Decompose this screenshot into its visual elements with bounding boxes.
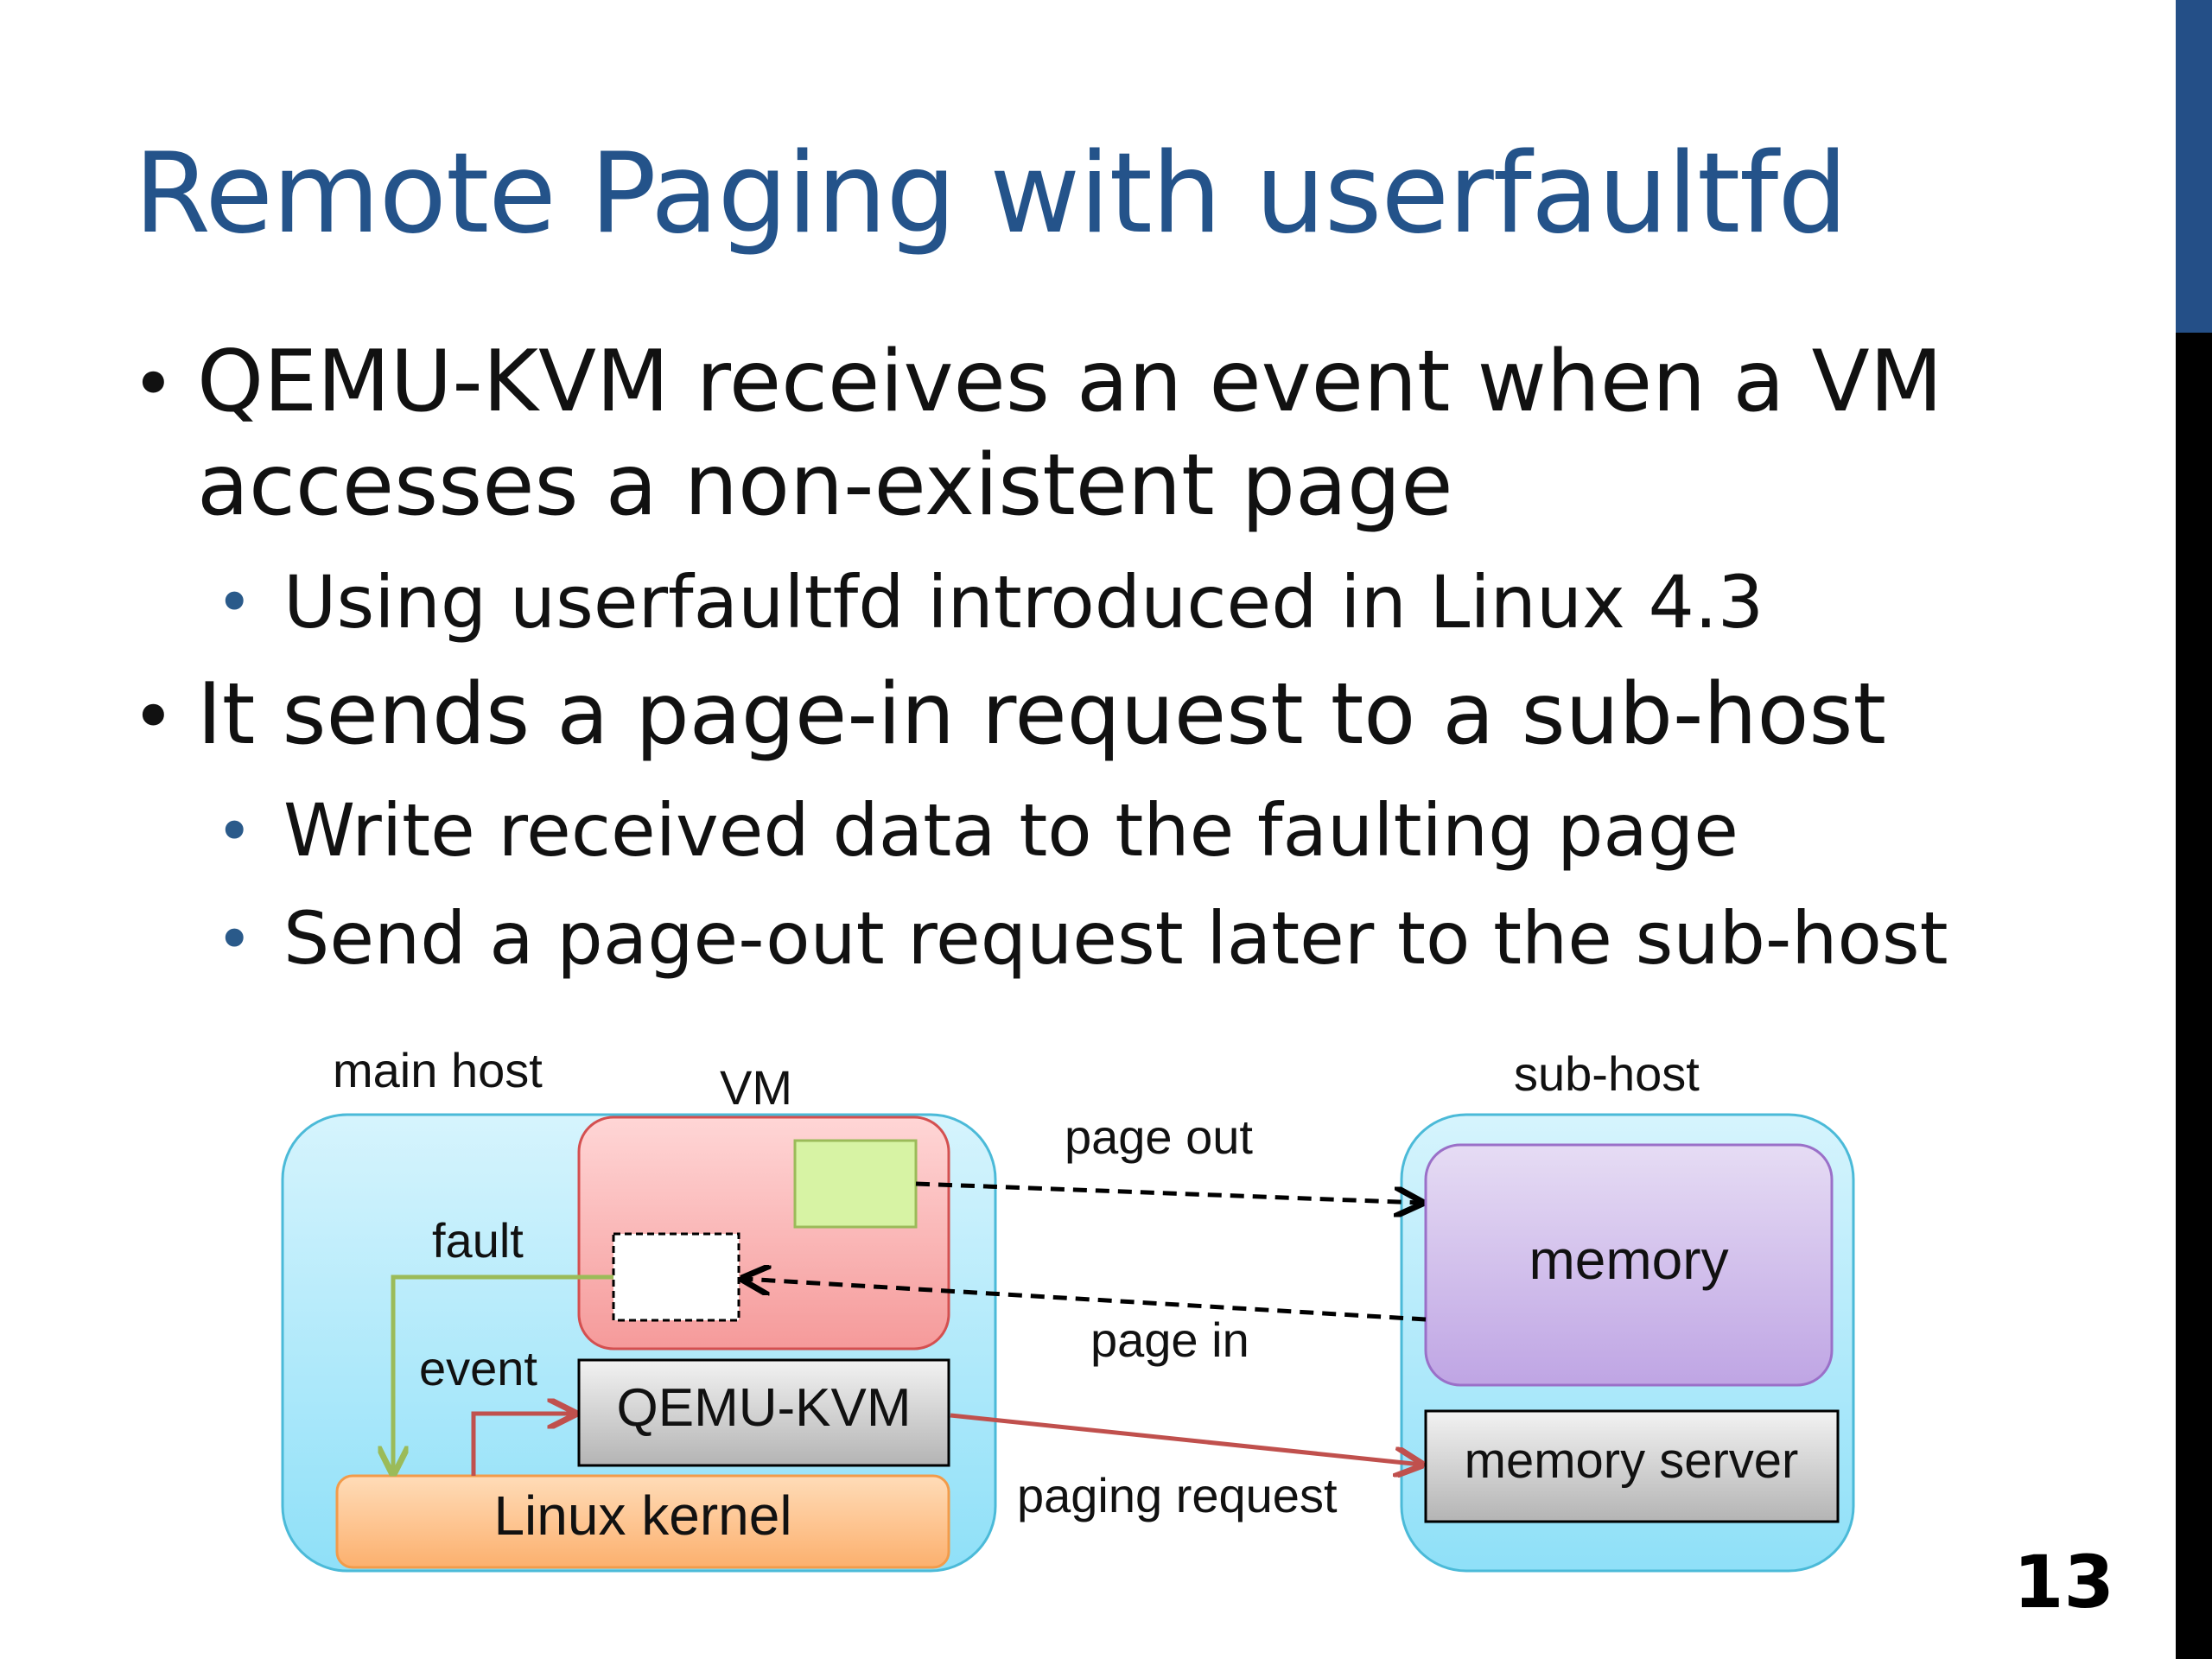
- memory-server-label: memory server: [1465, 1433, 1799, 1489]
- sub-bullet-2: Write received data to the faulting page: [283, 788, 1738, 873]
- sub-bullet-dot: •: [216, 903, 253, 976]
- page-out-label: page out: [1065, 1109, 1253, 1164]
- vm-label: VM: [720, 1060, 792, 1115]
- sub-host-label: sub-host: [1514, 1046, 1700, 1101]
- bullet-2: It sends a page-in request to a sub-host: [197, 665, 1886, 764]
- event-label: event: [419, 1341, 537, 1395]
- linux-kernel-label: Linux kernel: [493, 1484, 791, 1547]
- qemu-kvm-label: QEMU-KVM: [617, 1378, 912, 1438]
- memory-label: memory: [1529, 1229, 1728, 1291]
- sub-bullet-dot: •: [216, 566, 253, 639]
- sub-bullet-1: Using userfaultfd introduced in Linux 4.…: [283, 560, 1764, 645]
- bullet-1-line-1: QEMU-KVM receives an event when a VM: [197, 333, 1943, 431]
- page-in-arrow: [743, 1279, 1427, 1322]
- side-dark-bar: [2176, 333, 2212, 1659]
- bullet-dot: •: [131, 674, 175, 760]
- bullet-dot: •: [131, 341, 175, 428]
- paging-request-arrow: [950, 1413, 1421, 1465]
- memory-server-box: [1424, 1409, 1840, 1523]
- side-accent-bar: [2176, 0, 2212, 333]
- sub-bullet-3: Send a page-out request later to the sub…: [283, 896, 1948, 981]
- page-number: 13: [2013, 1540, 2114, 1624]
- main-host-label: main host: [333, 1043, 543, 1097]
- resident-page: [793, 1139, 918, 1229]
- fault-label: fault: [432, 1213, 524, 1268]
- qemu-kvm-box: [577, 1358, 950, 1467]
- bullet-1-line-2: accesses a non-existent page: [197, 436, 1453, 535]
- linux-kernel-box: [335, 1474, 950, 1569]
- sub-bullet-dot: •: [216, 795, 253, 868]
- fault-arrow: [393, 1274, 613, 1473]
- page-in-label: page in: [1090, 1313, 1249, 1367]
- memory-box: [1424, 1143, 1834, 1387]
- faulting-page: [612, 1232, 741, 1322]
- paging-request-label: paging request: [1017, 1468, 1338, 1522]
- page-out-arrow: [915, 1181, 1421, 1203]
- slide-title: Remote Paging with userfaultfd: [134, 130, 1847, 258]
- event-arrow: [471, 1414, 575, 1476]
